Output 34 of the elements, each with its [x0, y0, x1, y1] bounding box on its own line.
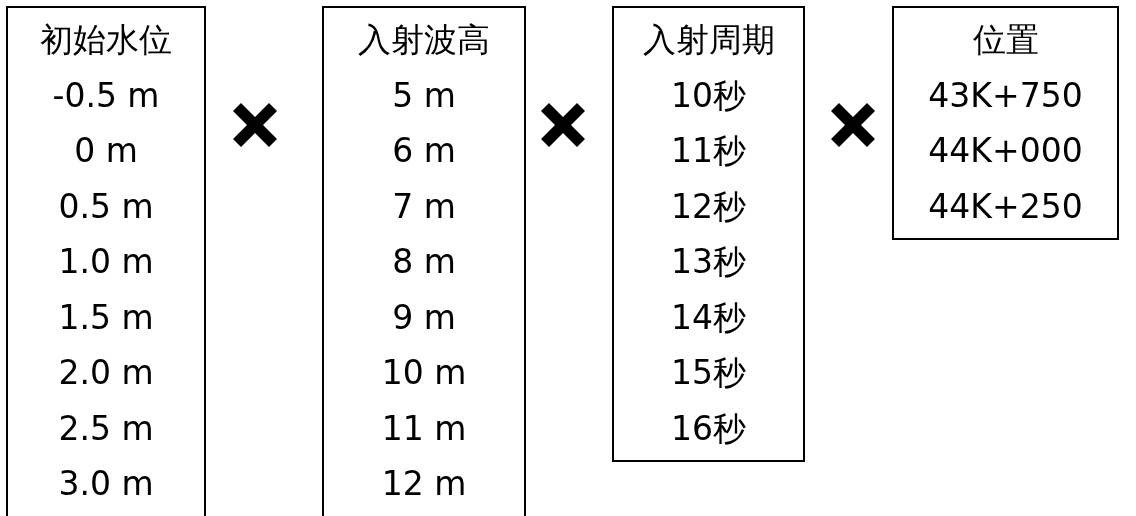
- value-text: -0.5 m: [52, 74, 160, 117]
- value-text: 11秒: [671, 130, 746, 172]
- parameter-box: [612, 6, 805, 462]
- heading-text: 初始水位: [40, 19, 172, 61]
- value-text: 14秒: [671, 296, 746, 339]
- value-text: 1.0 m: [58, 241, 154, 283]
- value-text: 44K+000: [928, 130, 1083, 172]
- value-text: 2.0 m: [58, 352, 154, 394]
- parameter-box: [6, 6, 206, 516]
- value-text: 7 m: [392, 185, 456, 228]
- value-text: 44K+250: [928, 185, 1083, 228]
- value-text: 16秒: [671, 407, 746, 450]
- value-text: 12秒: [671, 185, 746, 228]
- heading-text: 位置: [972, 19, 1039, 61]
- heading-text: 入射周期: [642, 19, 775, 61]
- value-text: 10 m: [381, 352, 467, 394]
- value-text: 1.5 m: [58, 296, 154, 339]
- heading-text: 入射波高: [358, 19, 490, 61]
- value-text: 11 m: [381, 407, 467, 450]
- value-text: 13秒: [671, 241, 746, 283]
- value-text: 3.0 m: [58, 463, 154, 505]
- value-text: 9 m: [392, 296, 456, 339]
- value-text: 43K+750: [928, 74, 1083, 117]
- value-text: 2.5 m: [58, 407, 154, 450]
- value-text: 12 m: [381, 463, 467, 505]
- value-text: 6 m: [392, 130, 456, 172]
- parameter-box: [322, 6, 526, 516]
- value-text: 8 m: [392, 241, 456, 283]
- value-text: 0.5 m: [58, 185, 154, 228]
- value-text: 0 m: [74, 130, 138, 172]
- value-text: 5 m: [392, 74, 456, 117]
- value-text: 15秒: [671, 352, 746, 394]
- parameter-box: [892, 6, 1119, 240]
- value-text: 10秒: [671, 74, 746, 117]
